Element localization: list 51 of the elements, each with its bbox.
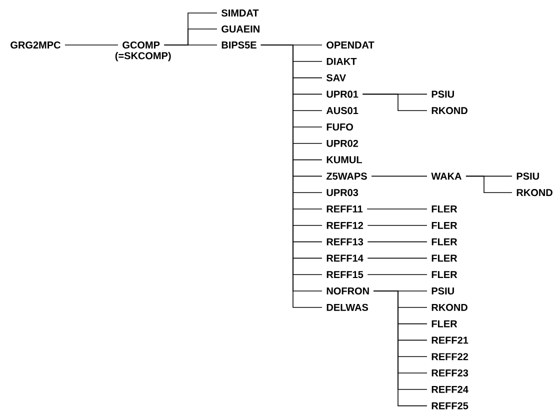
node-label: REFF11 — [326, 206, 363, 212]
node-label: UPR02 — [326, 140, 358, 147]
node-label: PSIU — [516, 172, 539, 180]
node-label: FLER — [432, 271, 458, 278]
node-label: REFF12 — [326, 222, 364, 229]
connector-line — [466, 176, 512, 193]
node-label: BIPS5E — [222, 41, 256, 49]
node-label: FLER — [432, 320, 458, 328]
node-label: REFF15 — [326, 271, 364, 278]
node-label: GUAEIN — [222, 25, 260, 33]
node-label: DELWAS — [326, 304, 368, 311]
connector-line — [366, 208, 428, 210]
node-label: REFF25 — [432, 402, 468, 410]
node-label: UPR01 — [326, 90, 358, 98]
connector-line — [371, 176, 428, 177]
node-label: REFF14 — [326, 254, 364, 262]
connector-line — [362, 94, 428, 111]
connector-line — [64, 44, 118, 46]
node-label: RKOND — [432, 107, 468, 114]
node-label: SAV — [326, 74, 346, 82]
node-label: FUFO — [326, 123, 353, 131]
node-label: NOFRON — [326, 287, 369, 295]
node-label: PSIU — [432, 287, 454, 295]
node-label: DIAKT — [326, 58, 357, 65]
node-label: OPENDAT — [326, 41, 374, 49]
node-label: REFF21 — [432, 336, 468, 344]
connector-line — [367, 258, 428, 259]
node-label: REFF23 — [432, 369, 468, 377]
node-label: FLER — [432, 206, 458, 212]
node-label: REFF13 — [326, 238, 364, 246]
connector-line — [367, 274, 428, 275]
node-label: FLER — [432, 222, 458, 229]
node-label: REFF22 — [432, 353, 468, 360]
connector-line — [164, 44, 218, 46]
node-label: KUMUL — [326, 156, 362, 164]
annotation-text: (=SKCOMP) — [115, 52, 171, 62]
node-label: PSIU — [432, 90, 454, 98]
node-label: Z5WAPS — [326, 172, 367, 180]
connector-line — [367, 241, 428, 242]
node-label: UPR03 — [326, 189, 358, 196]
node-label: REFF24 — [432, 386, 468, 393]
node-label: AUS01 — [326, 107, 358, 114]
connector-line — [367, 225, 428, 226]
node-label: RKOND — [432, 304, 468, 311]
node-label: FLER — [432, 254, 458, 262]
node-label: GCOMP — [122, 41, 160, 49]
node-label: WAKA — [431, 172, 462, 180]
node-label: GRG2MPC — [10, 41, 60, 49]
node-label: RKOND — [516, 189, 552, 196]
node-label: SIMDAT — [221, 9, 259, 17]
node-label: FLER — [432, 238, 458, 246]
